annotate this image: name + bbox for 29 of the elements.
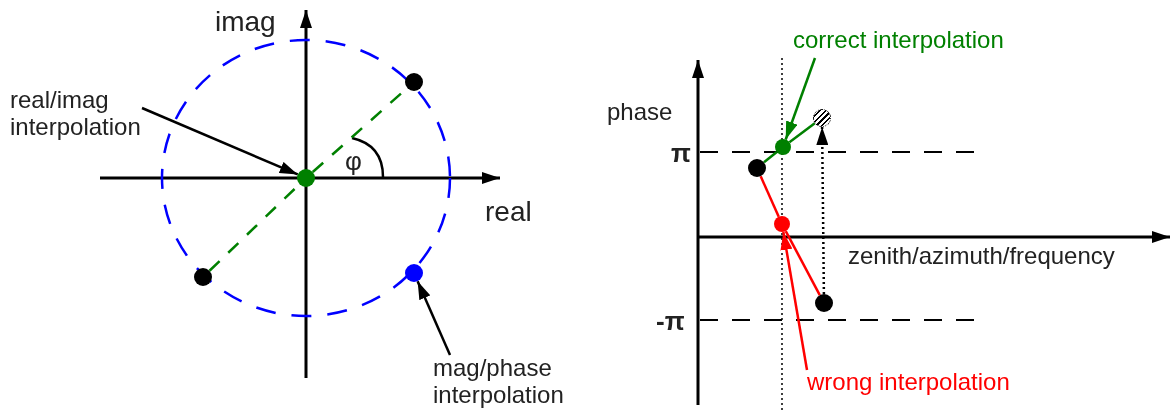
axis-label: real <box>485 196 532 228</box>
data-point <box>748 159 766 177</box>
data-point <box>405 73 423 91</box>
arrow <box>816 127 829 294</box>
axis-label: zenith/azimuth/frequency <box>848 242 1115 270</box>
data-point <box>774 216 790 232</box>
connecting-line <box>763 151 778 164</box>
connecting-line <box>759 175 780 218</box>
connecting-line <box>784 230 821 296</box>
arrow <box>141 106 299 176</box>
data-point <box>405 264 423 282</box>
arrow <box>416 280 452 356</box>
arrow <box>784 57 817 140</box>
annotation-text: wrong interpolation <box>807 368 1010 395</box>
data-point <box>194 268 212 286</box>
arrow <box>780 231 809 371</box>
axis-label: phase <box>607 98 673 126</box>
connecting-line <box>788 122 816 144</box>
annotation-text: real/imag interpolation <box>10 86 200 140</box>
data-point <box>815 294 833 312</box>
annotation-text: mag/phase interpolation <box>433 354 623 408</box>
axis-label: imag <box>215 6 276 38</box>
data-point <box>775 139 791 155</box>
data-point <box>297 169 315 187</box>
hatched-point <box>813 109 831 127</box>
tick-label: -π <box>656 306 685 336</box>
annotation-text: correct interpolation <box>793 26 1004 53</box>
angle-symbol: φ <box>345 146 362 176</box>
tick-label: π <box>671 138 691 168</box>
